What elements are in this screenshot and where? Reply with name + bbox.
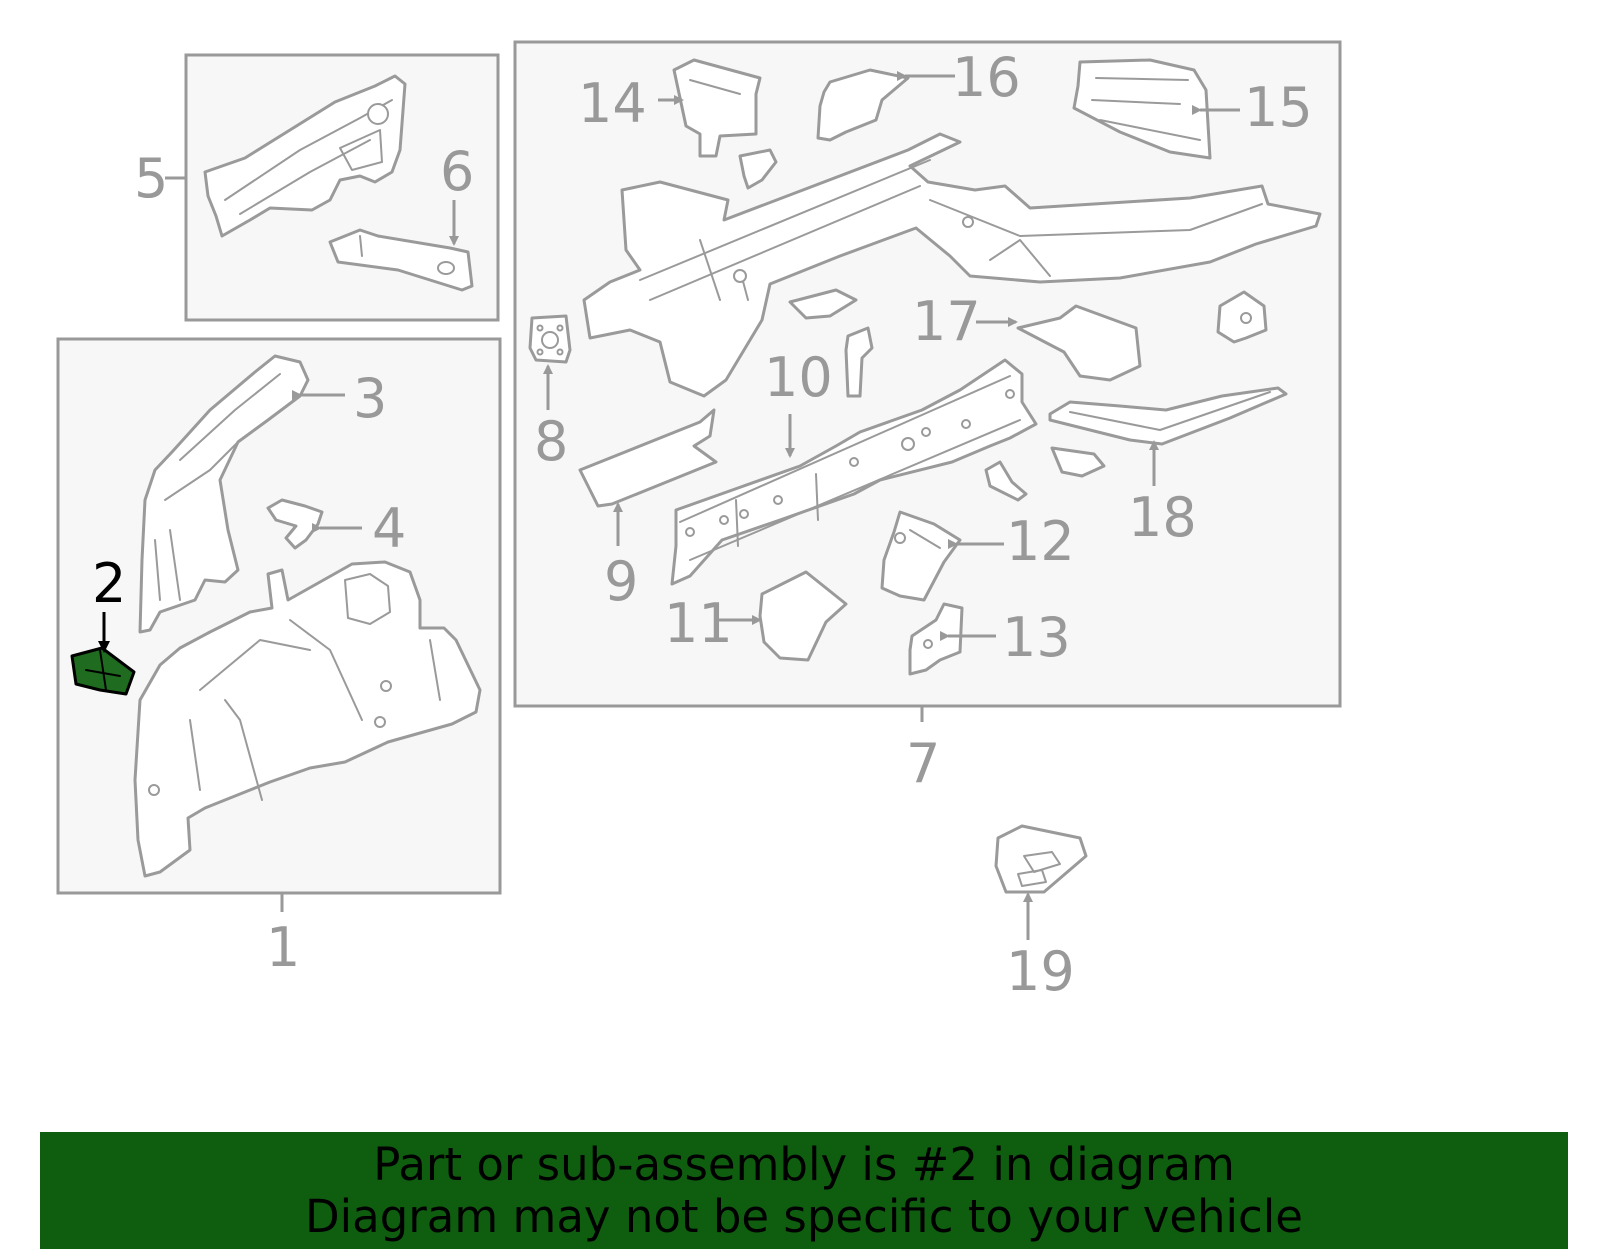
part-small-bracket-d[interactable] bbox=[1216, 290, 1268, 344]
part-small-bracket-a[interactable] bbox=[738, 148, 778, 190]
part-6-bracket[interactable] bbox=[328, 228, 474, 292]
callout-16: 16 bbox=[952, 46, 1021, 109]
part-14-bracket[interactable] bbox=[672, 58, 762, 158]
callout-7: 7 bbox=[906, 732, 940, 795]
part-19-bracket[interactable] bbox=[994, 824, 1088, 894]
part-10-side-rail[interactable] bbox=[670, 358, 1038, 586]
callout-12: 12 bbox=[1006, 510, 1075, 573]
callout-15: 15 bbox=[1244, 76, 1313, 139]
info-banner: Part or sub-assembly is #2 in diagram Di… bbox=[40, 1132, 1568, 1249]
part-15-panel[interactable] bbox=[1072, 58, 1212, 160]
callout-2: 2 bbox=[92, 552, 126, 615]
part-9-reinforcement[interactable] bbox=[578, 408, 718, 508]
part-4-clip[interactable] bbox=[266, 498, 324, 550]
part-small-bracket-e[interactable] bbox=[1050, 446, 1106, 478]
callout-8: 8 bbox=[534, 410, 568, 473]
callout-6: 6 bbox=[440, 140, 474, 203]
callout-9: 9 bbox=[604, 550, 638, 613]
banner-line-1: Part or sub-assembly is #2 in diagram bbox=[373, 1138, 1235, 1191]
part-13-bracket[interactable] bbox=[908, 602, 964, 676]
part-3-pillar[interactable] bbox=[138, 354, 310, 634]
part-18-reinforcement[interactable] bbox=[1048, 386, 1288, 446]
callout-14: 14 bbox=[578, 72, 647, 135]
callout-17: 17 bbox=[912, 290, 981, 353]
part-5-front-rail[interactable] bbox=[203, 74, 407, 238]
part-7-main-rail[interactable] bbox=[582, 132, 1322, 398]
callout-13: 13 bbox=[1002, 606, 1071, 669]
part-small-plate-b[interactable] bbox=[788, 288, 858, 320]
callout-19: 19 bbox=[1006, 940, 1075, 1003]
callout-4: 4 bbox=[372, 497, 406, 560]
callout-18: 18 bbox=[1128, 486, 1197, 549]
callout-11: 11 bbox=[664, 592, 733, 655]
part-small-clip-f[interactable] bbox=[984, 460, 1028, 502]
callout-10: 10 bbox=[764, 346, 833, 409]
part-17-bracket[interactable] bbox=[1016, 304, 1142, 382]
callout-1: 1 bbox=[266, 916, 300, 979]
callout-5: 5 bbox=[134, 147, 168, 210]
part-1-wheelhouse[interactable] bbox=[133, 560, 482, 878]
part-16-bracket[interactable] bbox=[816, 68, 910, 142]
part-8-plate[interactable] bbox=[528, 314, 572, 364]
banner-line-2: Diagram may not be specific to your vehi… bbox=[305, 1190, 1303, 1243]
part-small-stud-c[interactable] bbox=[844, 326, 874, 398]
callout-3: 3 bbox=[353, 367, 387, 430]
part-12-bracket[interactable] bbox=[880, 510, 962, 602]
